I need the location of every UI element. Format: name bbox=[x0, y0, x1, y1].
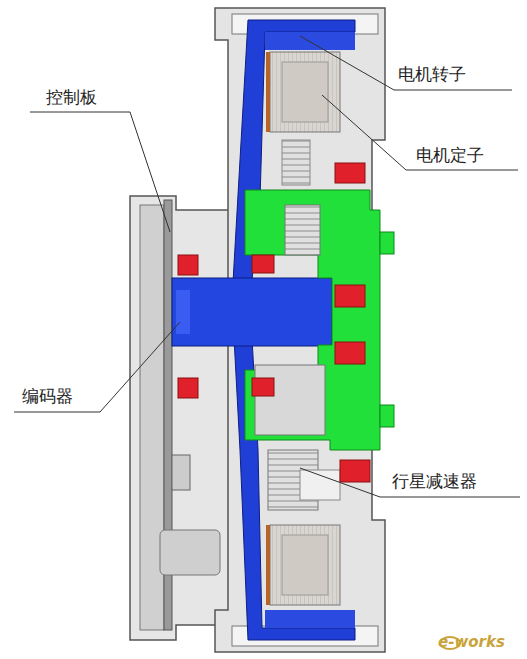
part-label: 编码器 bbox=[22, 386, 73, 406]
part-label: 行星减速器 bbox=[392, 471, 477, 491]
watermark: e-works bbox=[438, 633, 505, 651]
part-label: 电机定子 bbox=[416, 145, 484, 165]
part-label: 控制板 bbox=[46, 87, 97, 107]
part-label: 电机转子 bbox=[398, 64, 466, 84]
